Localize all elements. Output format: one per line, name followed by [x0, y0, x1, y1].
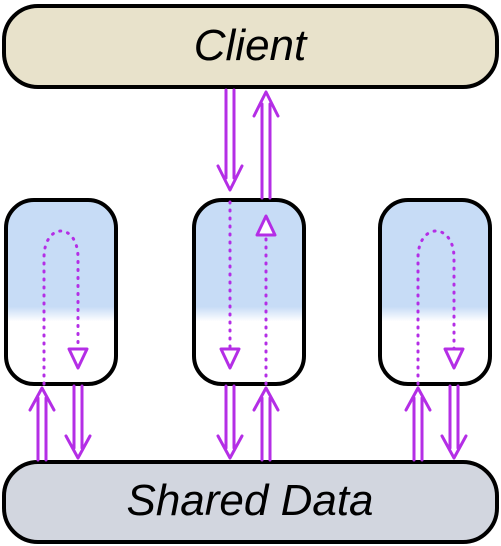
middle-up-double-arrow: [252, 386, 280, 462]
left-up-double-arrow: [28, 386, 56, 462]
right-internal-flow-arrow: [416, 229, 456, 386]
shared-data-label: Shared Data: [126, 476, 373, 525]
server-box-left: [4, 198, 118, 386]
client-box: Client: [2, 4, 499, 89]
middle-down-double-arrow: [216, 384, 244, 460]
middle-internal-up-arrowhead: [255, 214, 277, 237]
right-up-double-arrow: [404, 386, 432, 462]
right-internal-arrowhead: [443, 347, 465, 370]
client-label: Client: [194, 21, 308, 70]
client-to-middle-down-double-arrow: [216, 88, 244, 192]
middle-to-client-up-double-arrow: [252, 90, 280, 200]
shared-data-box: Shared Data: [2, 460, 499, 544]
left-down-double-arrow: [64, 384, 92, 460]
left-internal-arrowhead: [67, 347, 89, 370]
server-box-middle: [192, 198, 306, 386]
middle-internal-down-arrowhead: [219, 347, 241, 370]
left-internal-flow-arrow: [42, 229, 80, 386]
server-box-right: [378, 198, 492, 386]
right-down-double-arrow: [440, 384, 468, 460]
